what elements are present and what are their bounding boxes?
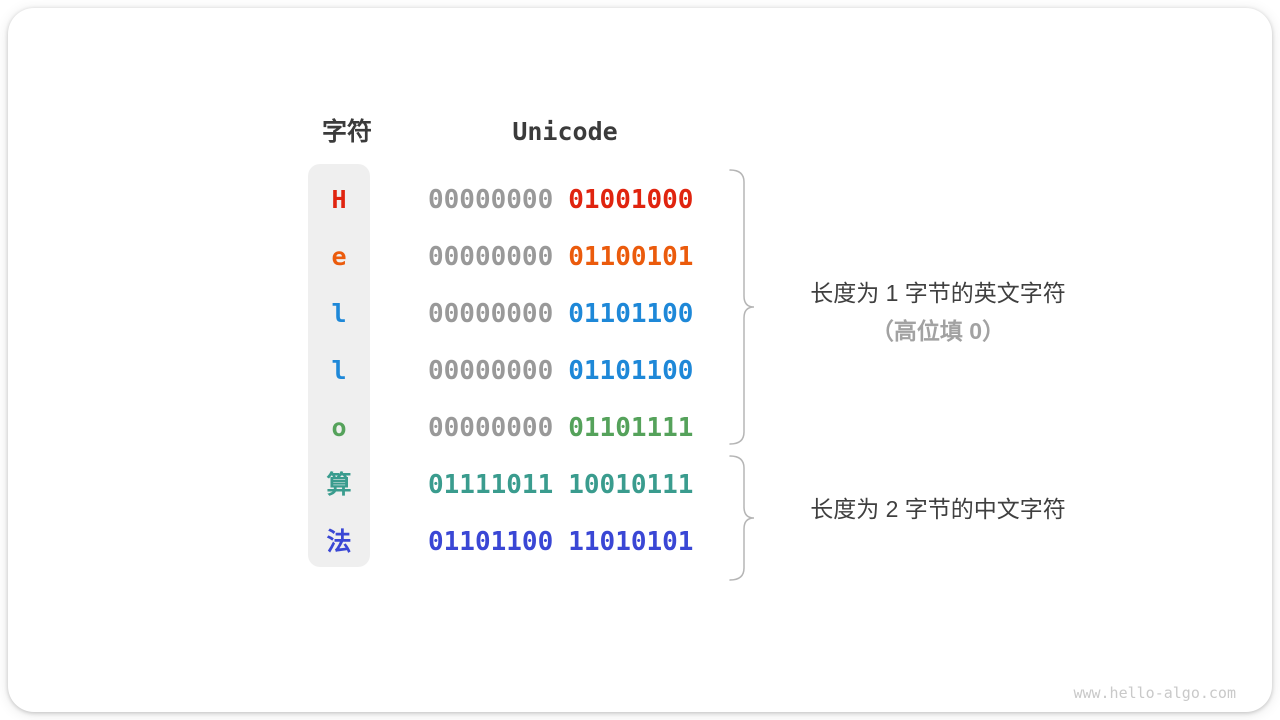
annotation-chinese-chars: 长度为 2 字节的中文字符 xyxy=(763,495,1113,523)
byte-low: 01001000 xyxy=(568,185,694,215)
byte-low: 01101100 xyxy=(568,299,694,329)
char-cell: l xyxy=(331,356,347,385)
unicode-bits: 01111011 10010111 xyxy=(428,470,728,500)
unicode-bits: 00000000 01001000 xyxy=(428,185,728,215)
annotation-english-line1: 长度为 1 字节的英文字符 xyxy=(810,280,1066,306)
byte-high: 00000000 xyxy=(428,356,554,386)
annotation-english-chars: 长度为 1 字节的英文字符 （高位填 0） xyxy=(763,274,1113,350)
byte-high: 00000000 xyxy=(428,185,554,215)
annotation-chinese-line1: 长度为 2 字节的中文字符 xyxy=(810,496,1066,522)
byte-low: 10010111 xyxy=(568,470,694,500)
byte-high: 00000000 xyxy=(428,299,554,329)
byte-high: 01111011 xyxy=(428,470,554,500)
watermark-url: www.hello-algo.com xyxy=(1073,684,1236,702)
unicode-bits: 00000000 01100101 xyxy=(428,242,728,272)
diagram-card: 字符 Unicode H 00000000 01001000 e 00000000… xyxy=(8,8,1272,712)
byte-low: 01101100 xyxy=(568,356,694,386)
char-cell: o xyxy=(331,413,347,442)
unicode-column-header: Unicode xyxy=(512,117,618,146)
unicode-bits: 00000000 01101111 xyxy=(428,413,728,443)
byte-high: 01101100 xyxy=(428,527,554,557)
byte-low: 01100101 xyxy=(568,242,694,272)
unicode-bits: 01101100 11010101 xyxy=(428,527,728,557)
brace-english-group xyxy=(729,169,755,445)
brace-chinese-group xyxy=(729,455,755,581)
char-column-header: 字符 xyxy=(321,118,372,146)
char-cell: l xyxy=(331,299,347,328)
byte-low: 01101111 xyxy=(568,413,694,443)
unicode-bits: 00000000 01101100 xyxy=(428,299,728,329)
unicode-bits: 00000000 01101100 xyxy=(428,356,728,386)
char-cell: 法 xyxy=(326,527,352,556)
byte-high: 00000000 xyxy=(428,242,554,272)
byte-high: 00000000 xyxy=(428,413,554,443)
char-column-background xyxy=(308,164,370,567)
char-cell: e xyxy=(331,242,347,271)
byte-low: 11010101 xyxy=(568,527,694,557)
char-cell: 算 xyxy=(326,470,352,499)
annotation-english-line2: （高位填 0） xyxy=(870,318,1006,344)
char-cell: H xyxy=(331,185,347,214)
